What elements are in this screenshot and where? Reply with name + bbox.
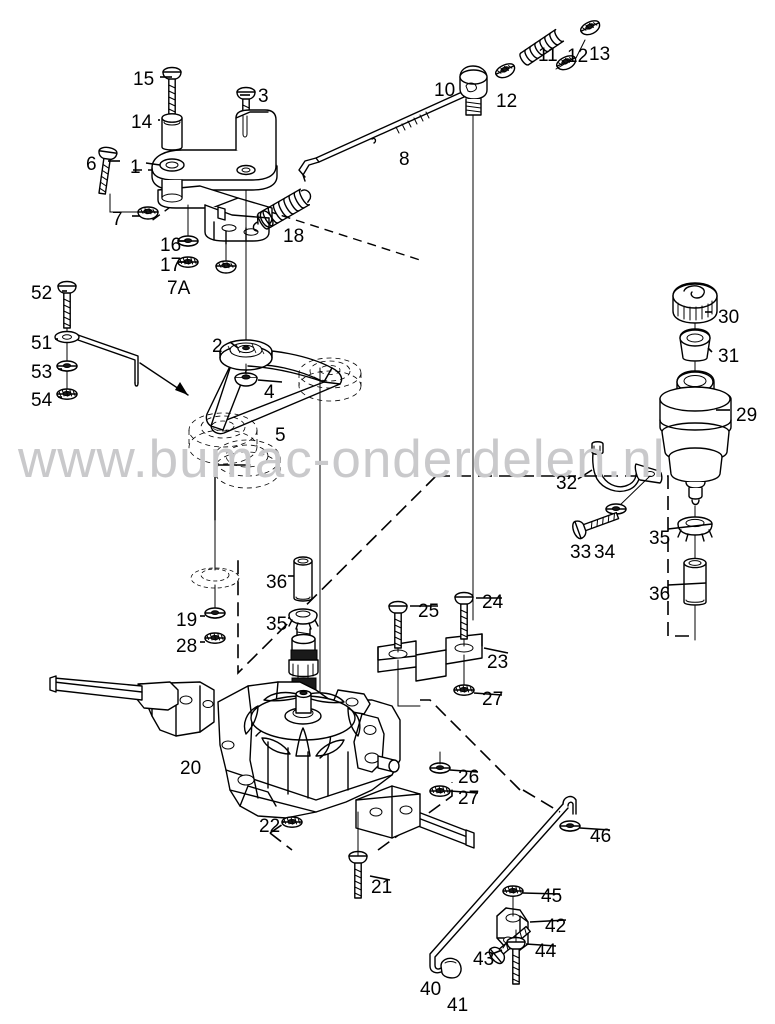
leader-line	[491, 949, 503, 955]
callout-52-screw: 52	[31, 283, 53, 304]
callout-7A-flange-nut: 7A	[167, 278, 191, 299]
callout-2-idler-pulley: 2	[212, 336, 223, 357]
leader-line	[483, 647, 509, 654]
callout-3-screw: 3	[258, 86, 269, 107]
callout-19-washer: 19	[176, 610, 198, 631]
callout-27-lock-nut: 27	[458, 788, 480, 809]
leader-line	[449, 769, 479, 773]
callout-23-mounting-bracket: 23	[487, 652, 509, 673]
callout-31-seal-plug: 31	[718, 346, 740, 367]
leader-line	[525, 943, 557, 947]
callout-28-lock-nut: 28	[176, 636, 198, 657]
callout-4-spacer: 4	[264, 382, 275, 403]
leader-line	[369, 875, 391, 881]
callout-44-screw: 44	[535, 941, 557, 962]
callout-30-cap: 30	[718, 307, 740, 328]
leader-line	[449, 790, 479, 794]
callout-20-transaxle-unit: 20	[180, 758, 202, 779]
callout-33-screw: 33	[570, 542, 592, 563]
leader-line	[577, 469, 593, 480]
callout-7-flange-nut: 7	[112, 209, 123, 230]
callout-45-lock-nut: 45	[541, 886, 563, 907]
callout-41-rod-end-cap: 41	[447, 995, 469, 1016]
callout-8-rod: 8	[399, 149, 410, 170]
callout-40-control-rod: 40	[420, 979, 442, 1000]
callout-17-lock-washer: 17	[160, 255, 182, 276]
leader-line	[145, 162, 161, 166]
callout-29-reservoir: 29	[736, 405, 758, 426]
callout-46-washer: 46	[590, 826, 612, 847]
callout-53-washer: 53	[31, 362, 53, 383]
callout-22-lock-nut: 22	[259, 816, 281, 837]
callout-32-mounting-clamp: 32	[556, 473, 578, 494]
callout-13-lock-nut: 13	[589, 44, 611, 65]
callout-16-washer: 16	[160, 235, 182, 256]
callout-6-screw: 6	[86, 154, 97, 175]
leader-line	[667, 523, 713, 530]
callout-1-lever-plate: 1	[130, 157, 141, 178]
callout-54-lock-washer: 54	[31, 390, 53, 411]
callout-15-screw: 15	[133, 69, 155, 90]
callout-5-drive-belt: 5	[275, 425, 286, 446]
callout-10-swivel-joint: 10	[434, 80, 456, 101]
callout-24-screw: 24	[482, 592, 504, 613]
leader-line	[522, 892, 561, 895]
leader-line	[473, 692, 503, 696]
leader-line	[667, 582, 707, 586]
leader-line	[229, 341, 239, 349]
callout-21-screw: 21	[371, 877, 393, 898]
callout-36-hose: 36	[266, 572, 288, 593]
leader-line	[579, 827, 611, 831]
callout-25-screw: 25	[418, 601, 440, 622]
leader-line	[257, 379, 283, 383]
callout-12-nut: 12	[567, 46, 589, 67]
callout-51-bent-rod: 51	[31, 333, 53, 354]
callout-36-hose: 36	[649, 584, 671, 605]
leader-line	[529, 919, 567, 923]
callout-42-lever-arm: 42	[545, 916, 567, 937]
callout-18-tension-spring: 18	[283, 226, 305, 247]
callout-26-washer: 26	[458, 767, 480, 788]
site-watermark: www.bumac-onderdelen.nl	[18, 430, 666, 489]
callout-35-hose-clamp: 35	[649, 528, 671, 549]
callout-14-spacer-sleeve: 14	[131, 112, 153, 133]
leader-line	[707, 347, 713, 353]
callout-43-screw: 43	[473, 949, 495, 970]
callout-35-hose-clamp: 35	[266, 614, 288, 635]
callout-34-washer: 34	[594, 542, 616, 563]
callout-12-nut: 12	[496, 91, 518, 112]
callout-11-spring: 11	[538, 45, 558, 66]
callout-27-lock-nut: 27	[482, 689, 504, 710]
